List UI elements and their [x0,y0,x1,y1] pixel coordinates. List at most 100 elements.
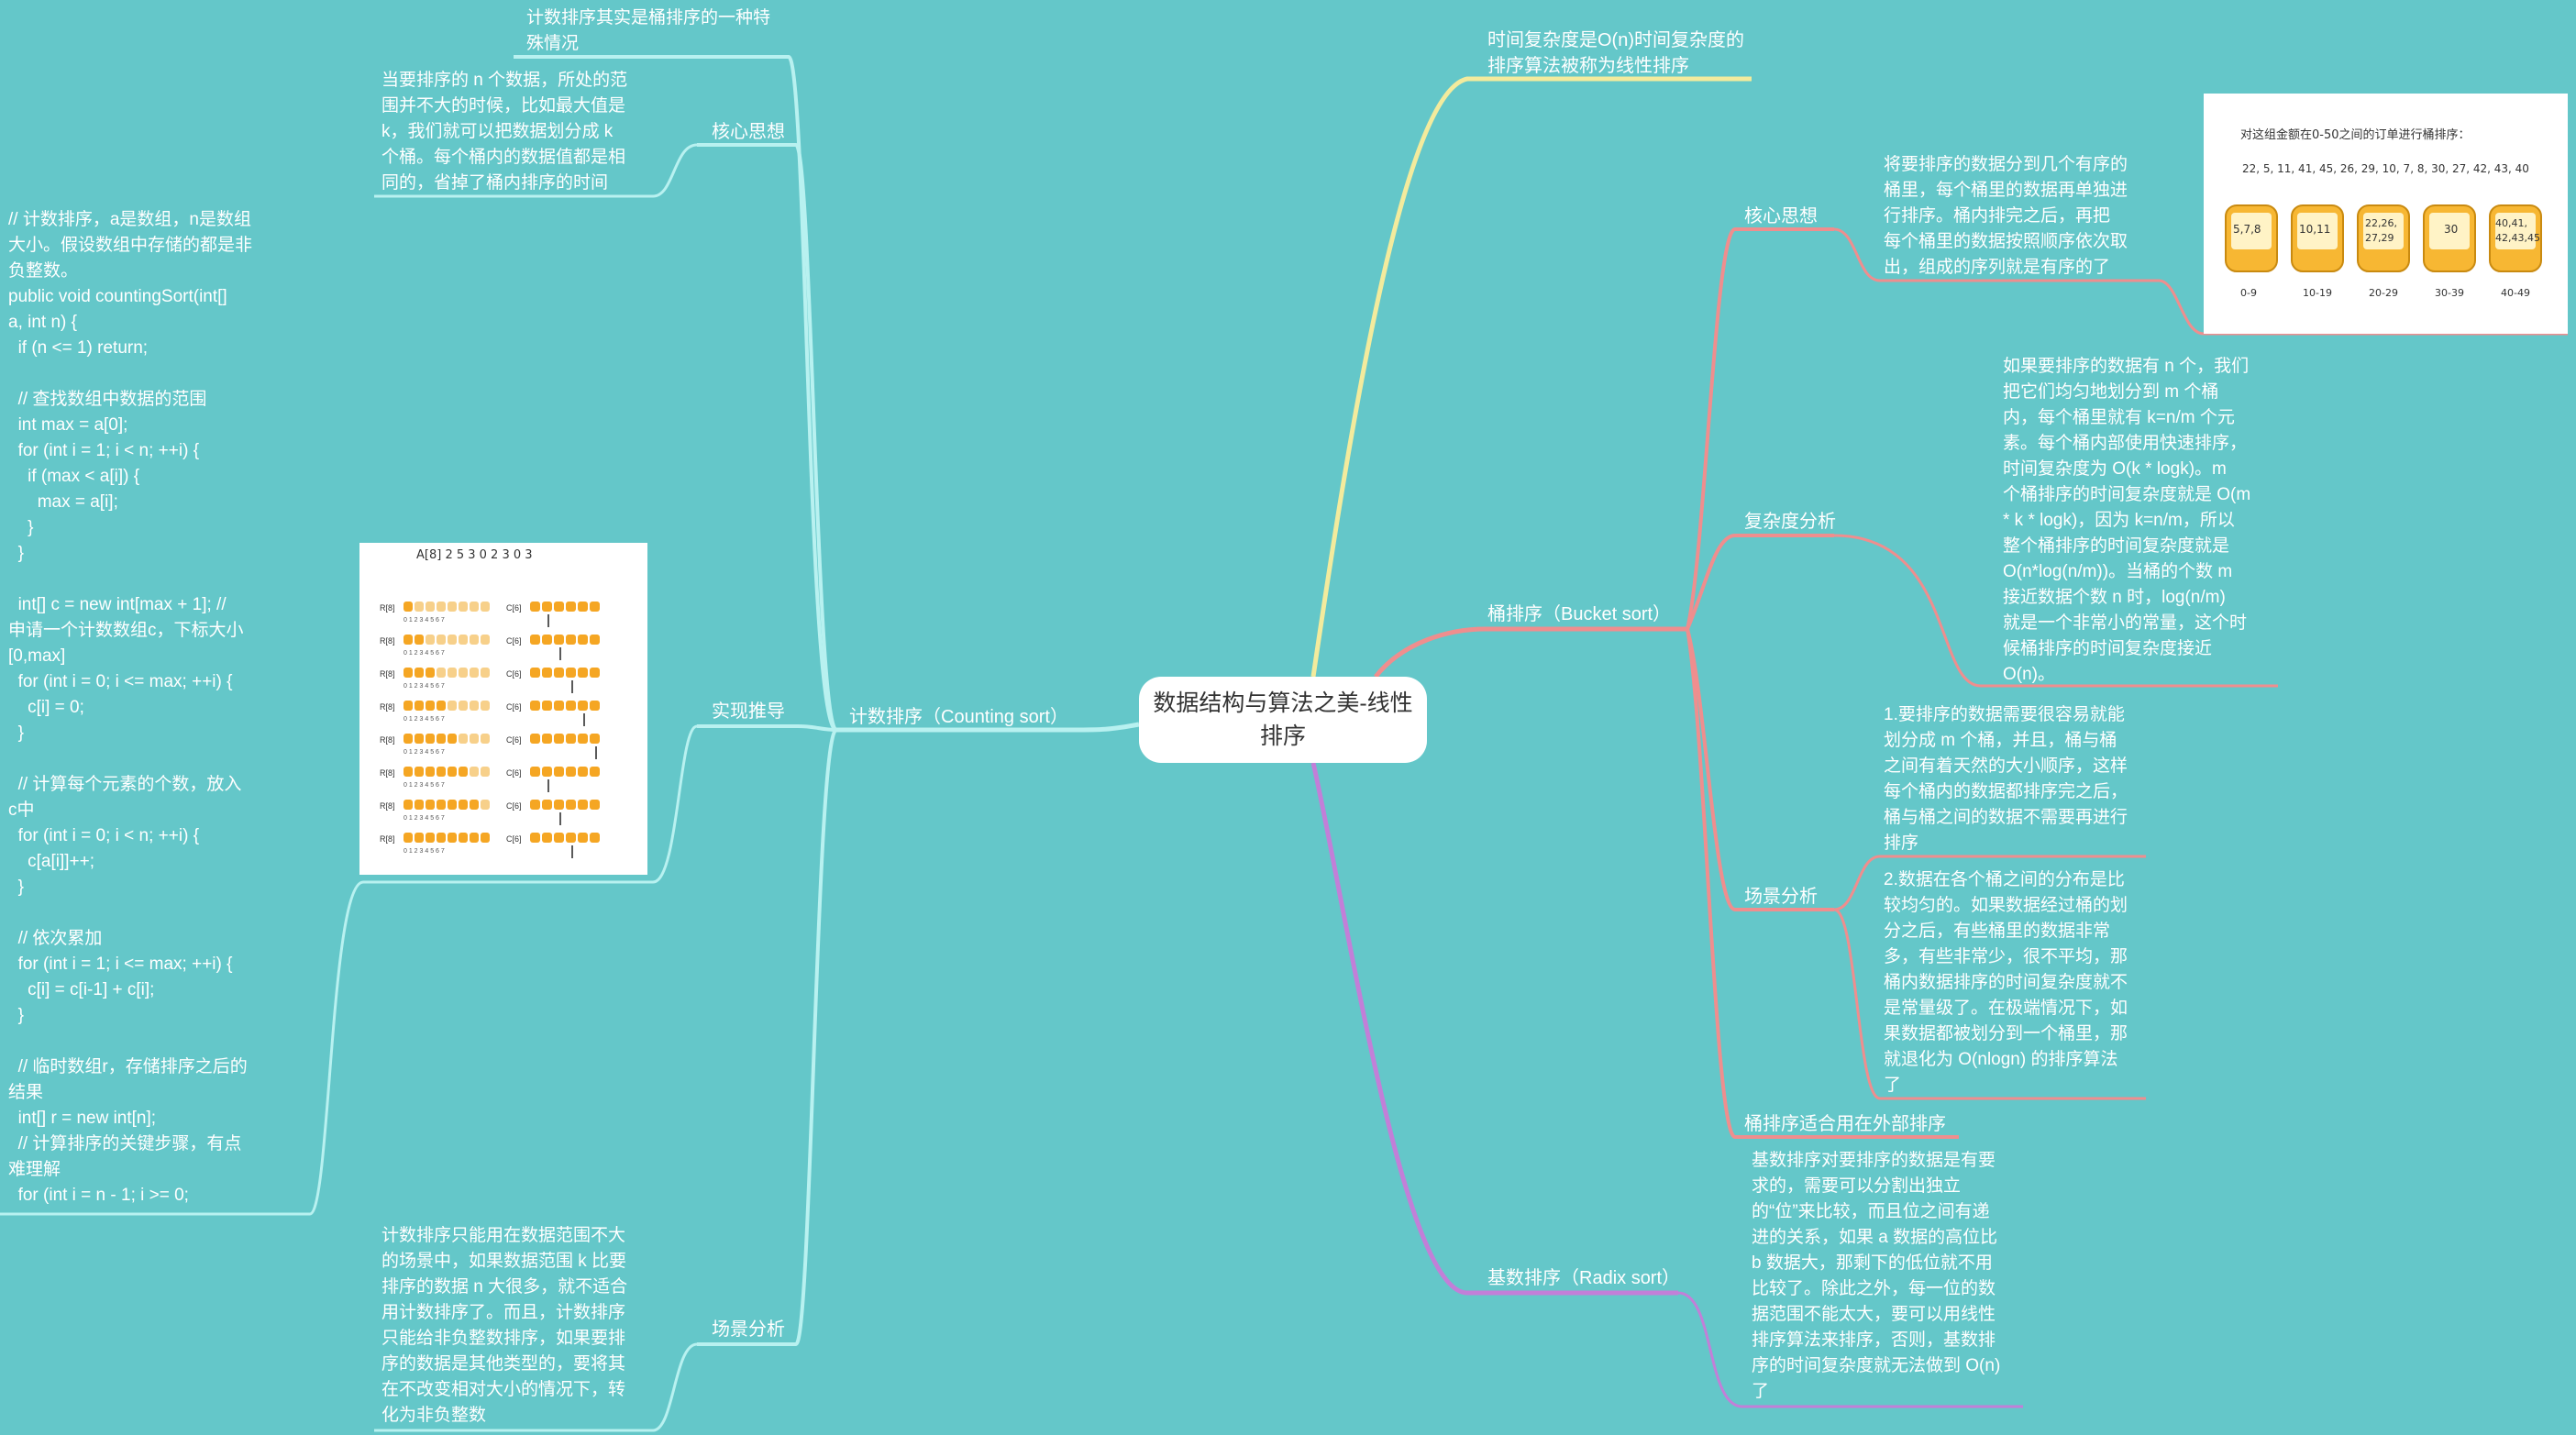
r-cell [437,635,446,645]
root-title: 数据结构与算法之美-线性排序 [1153,690,1413,749]
r-cell [481,734,490,744]
r-cell [481,800,490,810]
r-cell [470,800,479,810]
c-cell [554,602,564,612]
bucket-sort-node[interactable]: 桶排序（Bucket sort） [1487,604,1672,624]
c-cell [530,833,540,843]
index-row: 0 1 2 3 4 5 6 7 [404,650,445,657]
r-array-label: R[8] [380,768,395,778]
c-cell [578,701,588,711]
c-cell [554,734,564,744]
bucket-1-content: 10,11 [2299,223,2331,236]
r-cell [404,668,413,678]
c-cell [566,668,576,678]
c-cell [578,833,588,843]
r-cell [415,635,424,645]
r-cell [448,635,457,645]
bucket-2-range: 20-29 [2369,287,2398,299]
counting-scenario-label[interactable]: 场景分析 [712,1319,785,1340]
bucket-scenario-label[interactable]: 场景分析 [1744,887,1818,907]
c-array-label: C[6] [506,801,522,811]
c-cell [566,701,576,711]
r-array-label: R[8] [380,801,395,811]
r-cell [459,635,468,645]
r-cell [448,734,457,744]
radix-sort-text: 基数排序对要排序的数据是有要 求的，需要可以分割出独立 的“位”来比较，而且位之… [1752,1151,2001,1401]
c-cell [542,635,552,645]
bucket-complexity-label[interactable]: 复杂度分析 [1744,512,1836,532]
index-row: 0 1 2 3 4 5 6 7 [404,617,445,624]
c-cell [542,668,552,678]
bucket-core-label[interactable]: 核心思想 [1744,206,1818,226]
c-array-label: C[6] [506,603,522,613]
c-array-label: C[6] [506,768,522,778]
r-array-label: R[8] [380,669,395,679]
r-cell [470,701,479,711]
r-cell [470,668,479,678]
r-cell [470,833,479,843]
c-array-label: C[6] [506,834,522,844]
r-cell [415,701,424,711]
r-cell [459,602,468,612]
r-cell [459,767,468,777]
c-cell [542,701,552,711]
c-cell [530,701,540,711]
r-array-label: R[8] [380,834,395,844]
c-cell [530,734,540,744]
c-cell [566,833,576,843]
bucket-complexity-text: 如果要排序的数据有 n 个，我们 把它们均匀地划分到 m 个桶 内，每个桶里就有… [2003,357,2251,684]
c-cell [566,602,576,612]
counting-image-header: A[8] 2 5 3 0 2 3 0 3 [416,548,533,562]
r-cell [426,635,435,645]
index-row: 0 1 2 3 4 5 6 7 [404,716,445,723]
r-cell [426,800,435,810]
r-cell [448,767,457,777]
root-topic[interactable]: 数据结构与算法之美-线性排序 [1139,677,1427,763]
c-cell [542,767,552,777]
c-cell [542,734,552,744]
linear-sort-intro[interactable]: 时间复杂度是O(n)时间复杂度的 排序算法被称为线性排序 [1487,30,1744,76]
r-cell [437,602,446,612]
counting-sort-node[interactable]: 计数排序（Counting sort） [849,707,1068,727]
r-cell [437,668,446,678]
r-cell [426,701,435,711]
c-cell [554,767,564,777]
c-cell [578,800,588,810]
counting-steps-drawing: R[8] 0 1 2 3 4 5 6 7 C[6] R[8] 0 1 2 3 4 5 6… [380,602,600,858]
r-cell [415,668,424,678]
bucket-4-range: 40-49 [2501,287,2530,299]
counting-core-label[interactable]: 核心思想 [712,122,785,142]
counting-special-case[interactable]: 计数排序其实是桶排序的一种特 殊情况 [526,8,771,53]
bucket-external-sort[interactable]: 桶排序适合用在外部排序 [1744,1114,1946,1134]
index-row: 0 1 2 3 4 5 6 7 [404,782,445,789]
r-cell [404,701,413,711]
r-cell [481,635,490,645]
c-cell [542,602,552,612]
r-cell [415,734,424,744]
r-cell [437,767,446,777]
c-array-label: C[6] [506,669,522,679]
counting-impl-label[interactable]: 实现推导 [712,701,785,722]
c-cell [590,800,600,810]
r-cell [481,767,490,777]
r-array-label: R[8] [380,636,395,646]
c-cell [578,602,588,612]
bucket-core-text: 将要排序的数据分到几个有序的 桶里，每个桶里的数据再单独进 行排序。桶内排完之后… [1884,155,2128,277]
r-cell [415,833,424,843]
r-array-label: R[8] [380,702,395,712]
r-cell [426,602,435,612]
r-cell [481,701,490,711]
c-cell [578,767,588,777]
r-array-label: R[8] [380,603,395,613]
index-row: 0 1 2 3 4 5 6 7 [404,749,445,756]
r-cell [448,800,457,810]
r-cell [448,701,457,711]
r-cell [459,701,468,711]
r-cell [448,668,457,678]
c-cell [542,833,552,843]
radix-sort-node[interactable]: 基数排序（Radix sort） [1487,1268,1681,1288]
r-cell [404,734,413,744]
bucket-3-content: 30 [2444,223,2459,236]
c-cell [530,767,540,777]
